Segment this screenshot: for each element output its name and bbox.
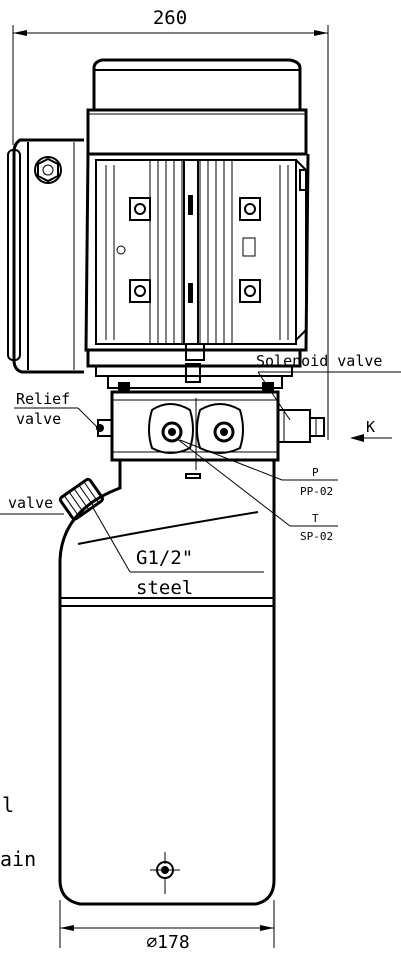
oil-tank xyxy=(58,460,276,906)
diameter-label: ⌀178 xyxy=(146,932,189,953)
bolt-bosses xyxy=(116,197,261,303)
diameter-dimension: ⌀178 xyxy=(59,900,275,953)
valve-left-label: valve xyxy=(8,494,53,512)
material-label: steel xyxy=(136,577,193,599)
relief-label-2: valve xyxy=(16,410,61,428)
main-fragment-label: ain xyxy=(0,847,36,871)
relief-label-1: Relief xyxy=(16,390,70,408)
width-label: 260 xyxy=(153,7,187,29)
left-fragment-label: l xyxy=(2,793,14,817)
port-t-code: SP-02 xyxy=(300,530,333,543)
port-p-label: P xyxy=(312,466,319,479)
valve-block xyxy=(96,390,325,479)
dimension-arrow-icon xyxy=(314,30,328,36)
k-view-label: K xyxy=(366,418,375,436)
terminal-box xyxy=(7,138,84,374)
width-dimension: 260 xyxy=(12,7,329,440)
dimension-arrow-icon xyxy=(13,30,27,36)
arrow-left-icon xyxy=(350,434,364,442)
solenoid-valve-label: Solenoid valve xyxy=(256,352,382,370)
drain-plug xyxy=(150,852,180,894)
annotations: Solenoid valve Relief valve K P PP-02 T … xyxy=(0,352,401,871)
cooling-fins xyxy=(105,160,289,344)
port-p-code: PP-02 xyxy=(300,485,333,498)
motor-body xyxy=(84,153,310,352)
filler-cap xyxy=(58,477,104,521)
motor-fan-cover xyxy=(86,58,308,156)
port-t-label: T xyxy=(312,512,319,525)
thread-label: G1/2" xyxy=(136,547,193,569)
